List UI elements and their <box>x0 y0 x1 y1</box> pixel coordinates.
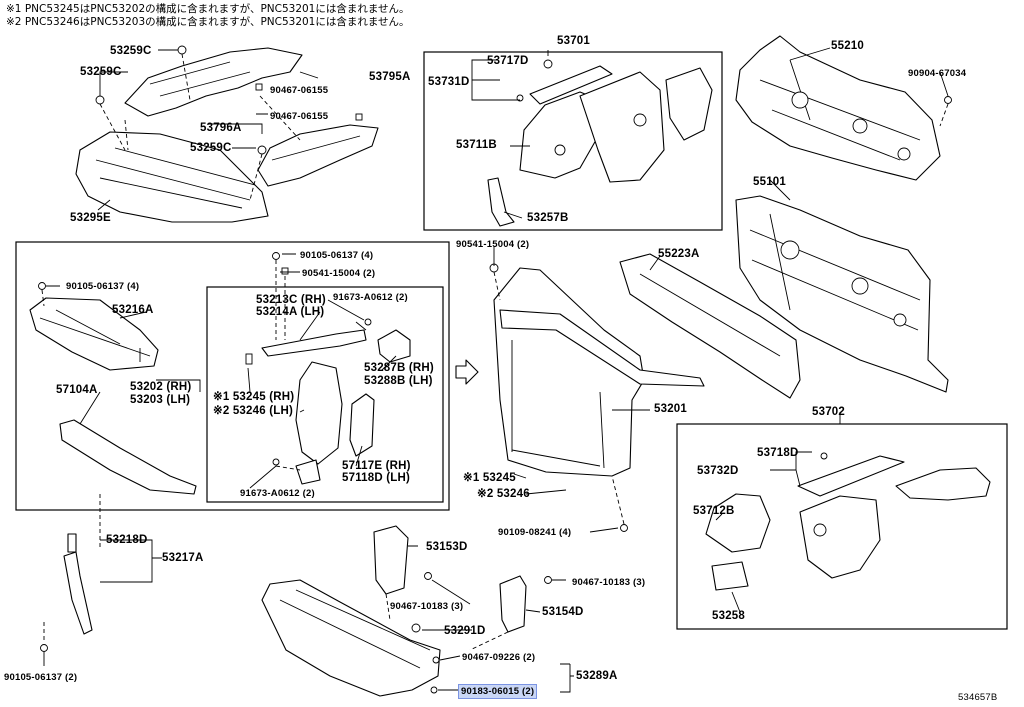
part-53796a <box>257 124 379 187</box>
part-53732d <box>799 495 881 579</box>
callout-53287b: 53287B (RH) <box>364 362 434 374</box>
part-55210 <box>735 35 941 181</box>
callout-53201: 53201 <box>654 403 687 415</box>
direction-arrow <box>455 359 479 385</box>
part-53712b <box>705 493 771 553</box>
callout-90467-09226: 90467-09226 (2) <box>462 652 536 663</box>
callout-53214a: 53214A (LH) <box>256 306 325 318</box>
part-53702-bracket <box>895 467 991 501</box>
part-53202 <box>295 361 343 465</box>
callout-90105-06137-a: 90105-06137 (4) <box>300 250 374 261</box>
callout-53711b: 53711B <box>456 139 497 151</box>
group-box-53202-inner <box>206 286 444 503</box>
callout-53218d: 53218D <box>106 534 148 546</box>
callout-90467-10183-a: 90467-10183 (3) <box>390 601 464 612</box>
part-53218d <box>67 533 77 553</box>
callout-90183-06015-highlighted[interactable]: 90183-06015 (2) <box>458 684 538 699</box>
part-53154d <box>499 575 527 633</box>
callout-91673-a0612-a: 91673-A0612 (2) <box>333 292 408 303</box>
diagram-id: 534657B <box>958 692 998 703</box>
callout-90467-10183-b: 90467-10183 (3) <box>572 577 646 588</box>
callout-53259c-2: 53259C <box>80 66 122 78</box>
callout-53291d: 53291D <box>444 625 486 637</box>
callout-53259c-1: 53259C <box>110 45 152 57</box>
part-53701-bracket <box>665 67 713 141</box>
callout-53731d: 53731D <box>428 76 470 88</box>
callout-91673-a0612-b: 91673-A0612 (2) <box>240 488 315 499</box>
part-57104a <box>59 419 197 495</box>
part-53295e <box>75 131 269 223</box>
callout-90904-67034: 90904-67034 <box>908 68 967 79</box>
callout-53203: 53203 (LH) <box>130 394 191 406</box>
footnote-2: ※2 PNC53246はPNC53203の構成に含まれますが、PNC53201に… <box>6 16 410 28</box>
callout-55210: 55210 <box>831 40 864 52</box>
callout-53202: 53202 (RH) <box>130 381 192 393</box>
callout-53718d: 53718D <box>757 447 799 459</box>
part-53287b <box>377 329 411 363</box>
callout-53154d: 53154D <box>542 606 584 618</box>
part-53153d <box>373 525 409 595</box>
callout-53246: ※2 53246 <box>477 488 530 500</box>
callout-53717d: 53717D <box>487 55 529 67</box>
callout-53257b: 53257B <box>527 212 569 224</box>
footnote-1: ※1 PNC53245はPNC53202の構成に含まれますが、PNC53201に… <box>6 3 410 15</box>
callout-55101: 55101 <box>753 176 786 188</box>
group-box-53702 <box>676 423 1008 630</box>
clip-90904 <box>944 96 952 104</box>
callout-53712b: 53712B <box>693 505 735 517</box>
callout-53216a: 53216A <box>112 304 154 316</box>
group-box-53202 <box>15 241 450 511</box>
part-55223a <box>619 253 801 399</box>
callout-57117e: 57117E (RH) <box>342 460 411 472</box>
callout-53245: ※1 53245 <box>463 472 516 484</box>
part-53246-bracket <box>295 459 321 485</box>
part-53257b <box>487 177 515 227</box>
callout-90541-15004-a: 90541-15004 (2) <box>302 268 376 279</box>
callout-53795a: 53795A <box>369 71 411 83</box>
callout-53732d: 53732D <box>697 465 739 477</box>
callout-53702: 53702 <box>812 406 845 418</box>
part-53216a <box>29 297 159 371</box>
callout-53288b: 53288B (LH) <box>364 375 433 387</box>
part-53213c <box>261 329 367 357</box>
callout-57118d: 57118D (LH) <box>342 472 411 484</box>
part-53717d <box>529 65 613 105</box>
callout-53289a: 53289A <box>576 670 618 682</box>
callout-90467-06155-1: 90467-06155 <box>270 85 329 96</box>
callout-53295e: 53295E <box>70 212 111 224</box>
callout-53701: 53701 <box>557 35 590 47</box>
part-53201-top <box>499 309 705 387</box>
part-53289a <box>261 579 441 697</box>
callout-57104a: 57104A <box>56 384 98 396</box>
group-box-53701 <box>423 51 723 231</box>
part-53258 <box>711 561 749 591</box>
callout-53796a: 53796A <box>200 122 242 134</box>
part-57117e <box>349 393 375 457</box>
callout-55223a: 55223A <box>658 248 700 260</box>
part-53217a <box>63 551 93 635</box>
callout-53217a: 53217A <box>162 552 204 564</box>
callout-90105-06137-b: 90105-06137 (4) <box>66 281 140 292</box>
callout-90541-15004-b: 90541-15004 (2) <box>456 239 530 250</box>
callout-90109-08241: 90109-08241 (4) <box>498 527 572 538</box>
callout-53246-lh: ※2 53246 (LH) <box>213 405 293 417</box>
callout-53258: 53258 <box>712 610 745 622</box>
callout-53259c-3: 53259C <box>190 142 232 154</box>
callout-53213c: 53213C (RH) <box>256 294 326 306</box>
callout-90105-06137-c: 90105-06137 (2) <box>4 672 78 683</box>
callout-53153d: 53153D <box>426 541 468 553</box>
part-53718d <box>797 455 905 497</box>
callout-90467-06155-2: 90467-06155 <box>270 111 329 122</box>
callout-53245-rh: ※1 53245 (RH) <box>213 391 295 403</box>
part-53731d <box>579 71 665 183</box>
